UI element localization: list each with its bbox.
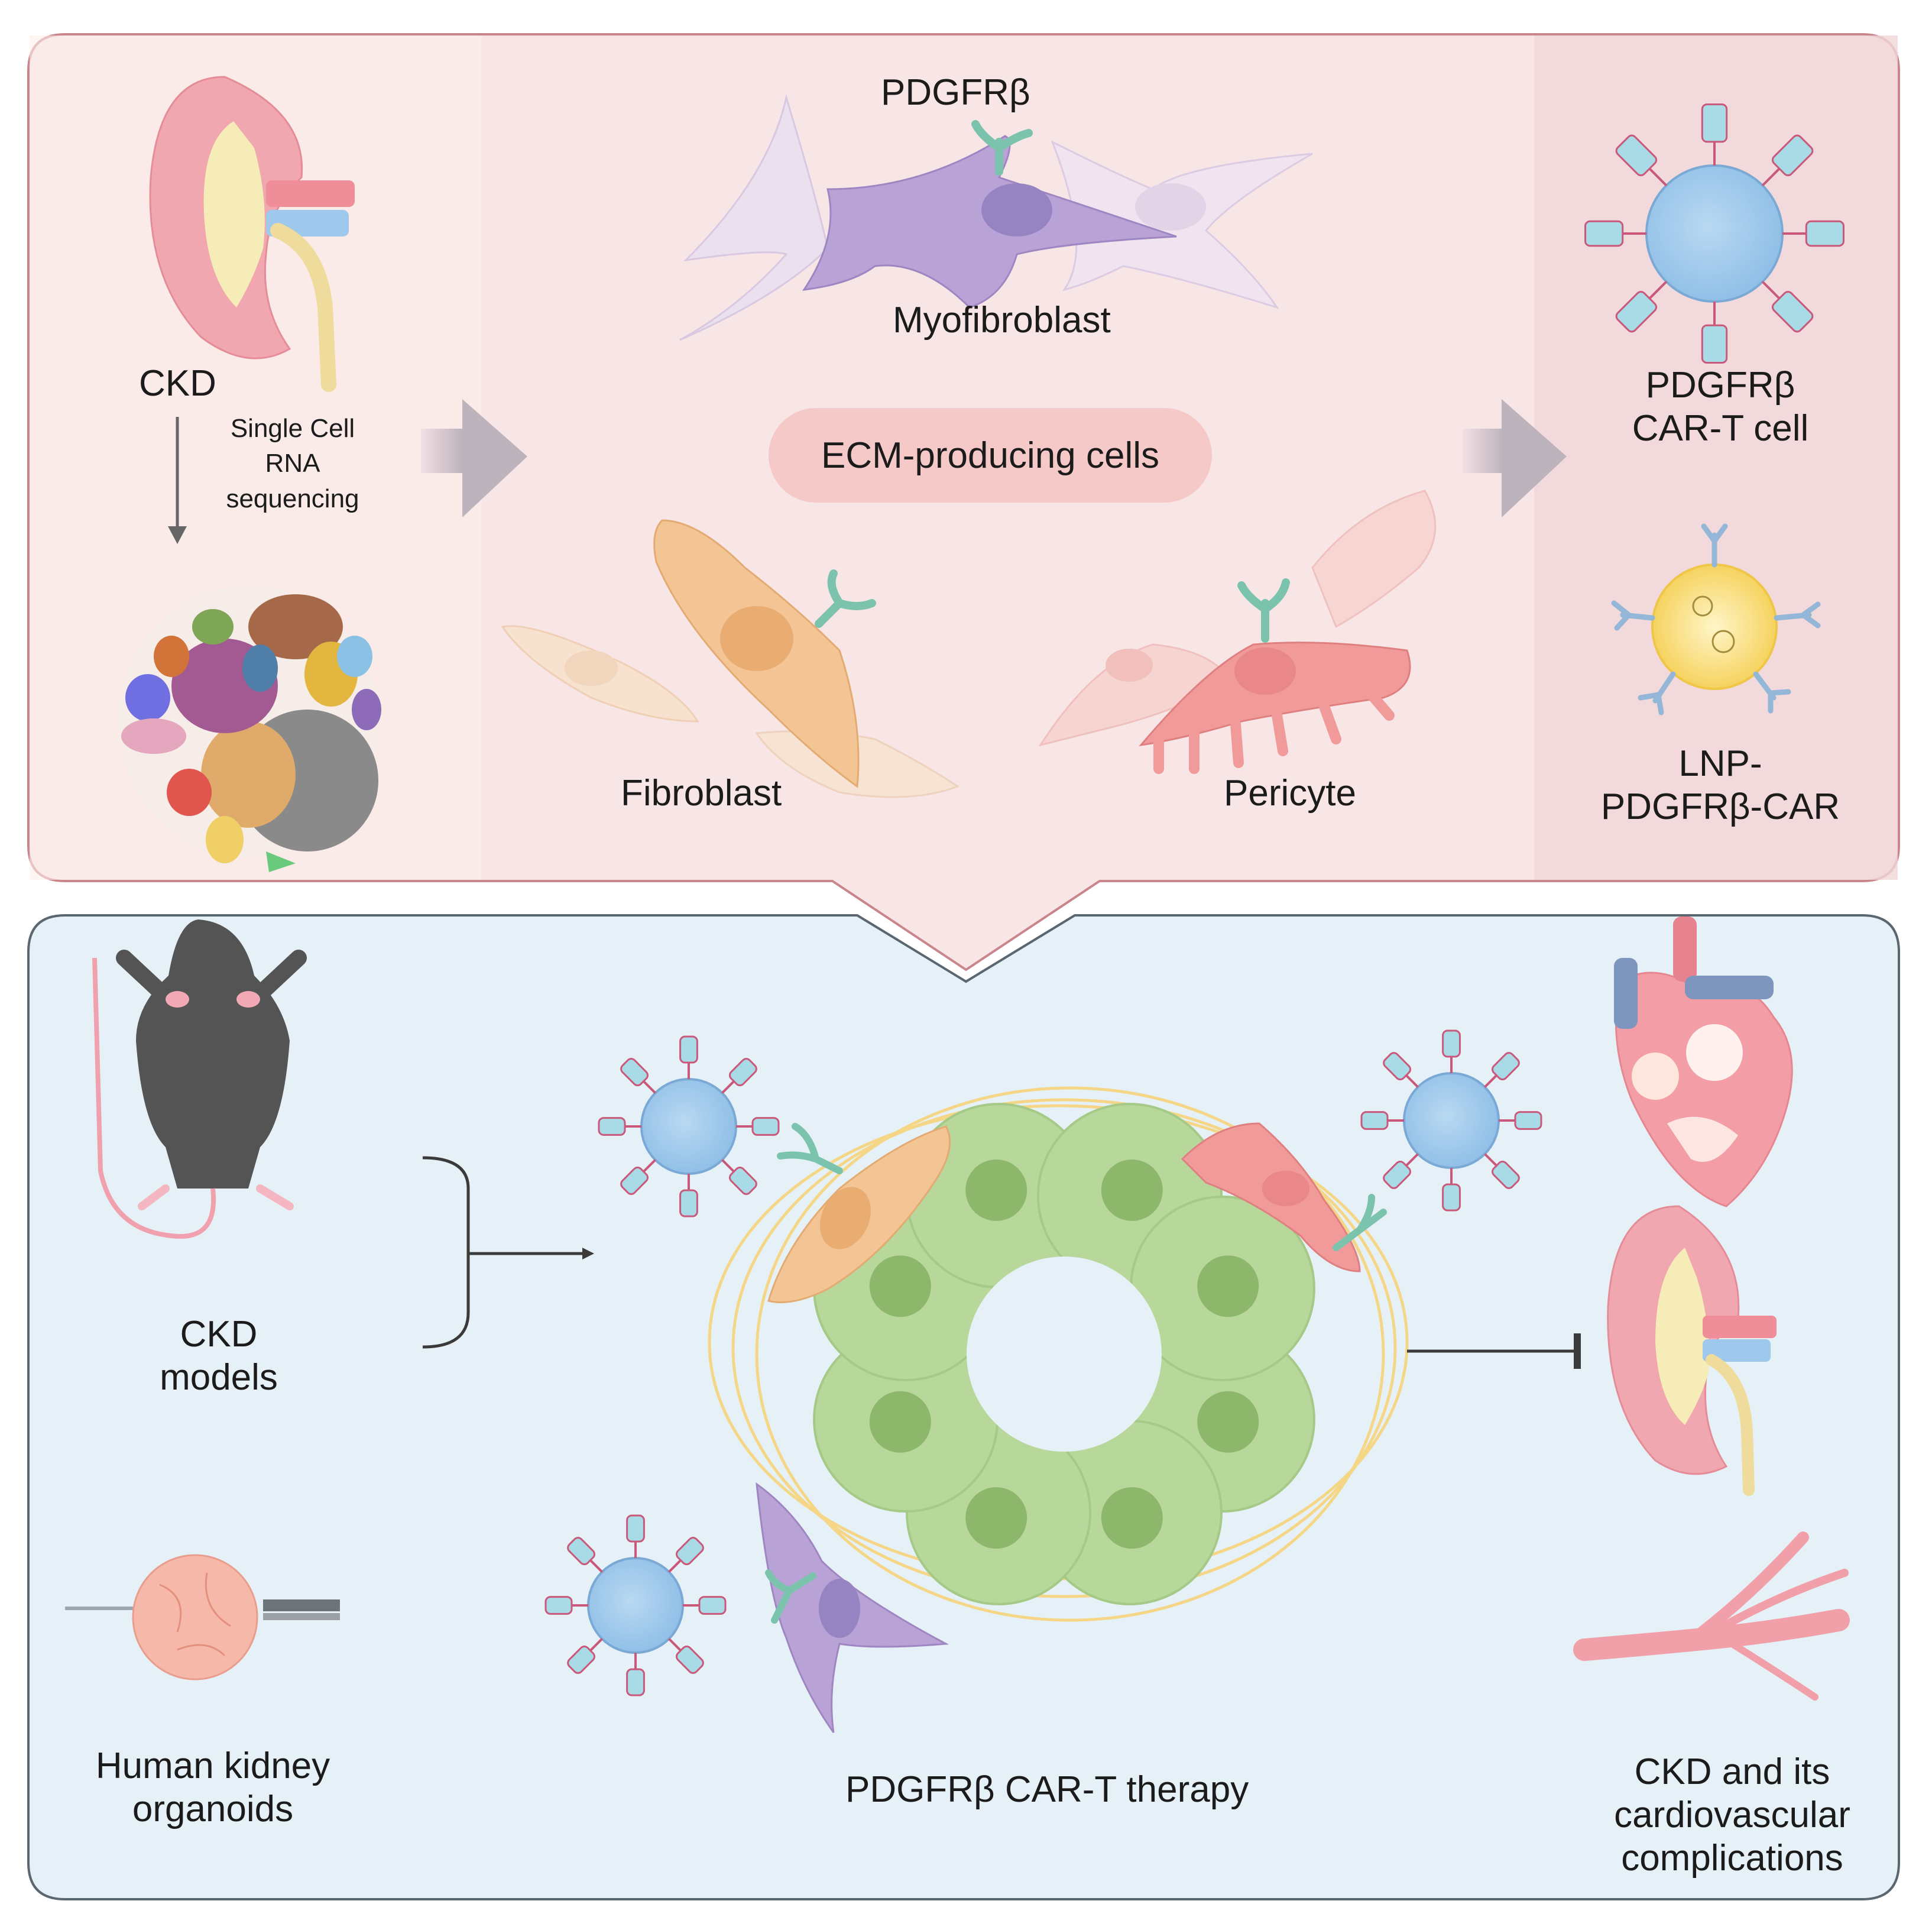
car-receptor-domain [675,1645,704,1674]
car-receptor-domain [1360,1111,1389,1130]
merge-bracket-arrow [422,1156,594,1349]
car-receptor-domain [679,1035,698,1064]
pericyte-label: Pericyte [1224,773,1356,814]
epithelial-nucleus [1197,1255,1259,1317]
car-receptor-domain [544,1596,573,1615]
car-receptor-domain [1491,1052,1520,1081]
car-receptor-domain [567,1645,596,1674]
car-receptor-domain [679,1189,698,1217]
heart-illustration [1614,917,1793,1207]
myofibroblast-label: Myofibroblast [893,300,1111,341]
car-receptor-domain [675,1537,704,1566]
umap-plot-icon [118,585,381,872]
ckd-cardiovascular-outcome-label: CKD and its cardiovascular complications [1614,1751,1850,1879]
car-t-therapy-label: PDGFRβ CAR-T therapy [845,1769,1249,1810]
pdgfrb-receptor-label: PDGFRβ [881,72,1030,113]
fibroblast-label: Fibroblast [621,773,782,814]
car-receptor-domain [1383,1160,1412,1189]
fibroblast-cell-illustration [501,519,960,798]
t-cell-body [1645,164,1784,303]
car-receptor-domain [598,1117,626,1136]
mouse-illustration [92,919,307,1239]
inhibition-arrow [1407,1333,1581,1369]
car-receptor-domain [620,1166,649,1195]
kidney-organoid-illustration [65,1554,340,1680]
car-receptor-domain [1584,220,1624,247]
car-receptor-domain [1491,1160,1520,1189]
car-receptor-domain [1514,1111,1542,1130]
car-receptor-domain [1805,220,1845,247]
tubule-lumen [967,1257,1162,1452]
car-receptor-domain [1771,290,1814,333]
block-arrow-right-1 [421,399,527,517]
car-receptor-domain [1442,1183,1461,1212]
lnp-car-label: LNP- PDGFRβ-CAR [1600,743,1840,828]
t-cell-body [587,1557,684,1654]
pericyte-bound-cell [1181,1122,1387,1272]
car-receptor-domain [1442,1029,1461,1058]
kidney-illustration-small [1607,1205,1777,1496]
block-arrow-right-2 [1463,399,1567,517]
t-cell-body [640,1078,737,1175]
car-receptor-domain [626,1668,645,1696]
car-receptor-domain [620,1058,649,1087]
car-t-cell-bound-3 [1360,1029,1542,1212]
rnaseq-arrowhead [168,526,187,544]
car-receptor-domain [1615,134,1658,177]
epithelial-nucleus [965,1159,1027,1221]
human-kidney-organoids-label: Human kidney organoids [95,1746,330,1830]
car-t-cell-label: PDGFRβ CAR-T cell [1632,365,1809,449]
car-receptor-domain [728,1166,757,1195]
car-receptor-domain [567,1537,596,1566]
car-t-cell-bound-2 [544,1514,727,1696]
kidney-illustration [149,76,355,392]
myofibroblast-cell-illustration [679,94,1313,341]
car-receptor-domain [751,1117,780,1136]
car-t-cell-icon [1584,103,1845,364]
ckd-label: CKD [139,363,216,404]
car-receptor-domain [698,1596,727,1615]
epithelial-nucleus [965,1487,1027,1549]
pericyte-cell-illustration [1038,490,1437,774]
ckd-models-label: CKD models [160,1314,278,1398]
blood-vessel-illustration [1573,1531,1850,1701]
car-receptor-domain [1615,290,1658,333]
myofibroblast-bound-cell [756,1482,949,1733]
car-receptor-domain [728,1058,757,1087]
epithelial-nucleus [869,1255,931,1317]
car-receptor-domain [1701,103,1728,143]
car-t-cell-bound-1 [598,1035,780,1217]
lnp-icon [1611,523,1821,715]
car-receptor-domain [1383,1052,1412,1081]
car-receptor-domain [626,1514,645,1543]
epithelial-nucleus [1197,1391,1259,1453]
epithelial-nucleus [869,1391,931,1453]
car-receptor-domain [1701,324,1728,364]
car-receptor-domain [1771,134,1814,177]
t-cell-body [1403,1072,1500,1169]
scrnaseq-label: Single Cell RNA sequencing [226,414,359,513]
epithelial-nucleus [1101,1159,1163,1221]
ecm-producing-cells-pill: ECM-producing cells [769,408,1212,503]
epithelial-nucleus [1101,1487,1163,1549]
fibroblast-bound-cell [767,1123,951,1303]
